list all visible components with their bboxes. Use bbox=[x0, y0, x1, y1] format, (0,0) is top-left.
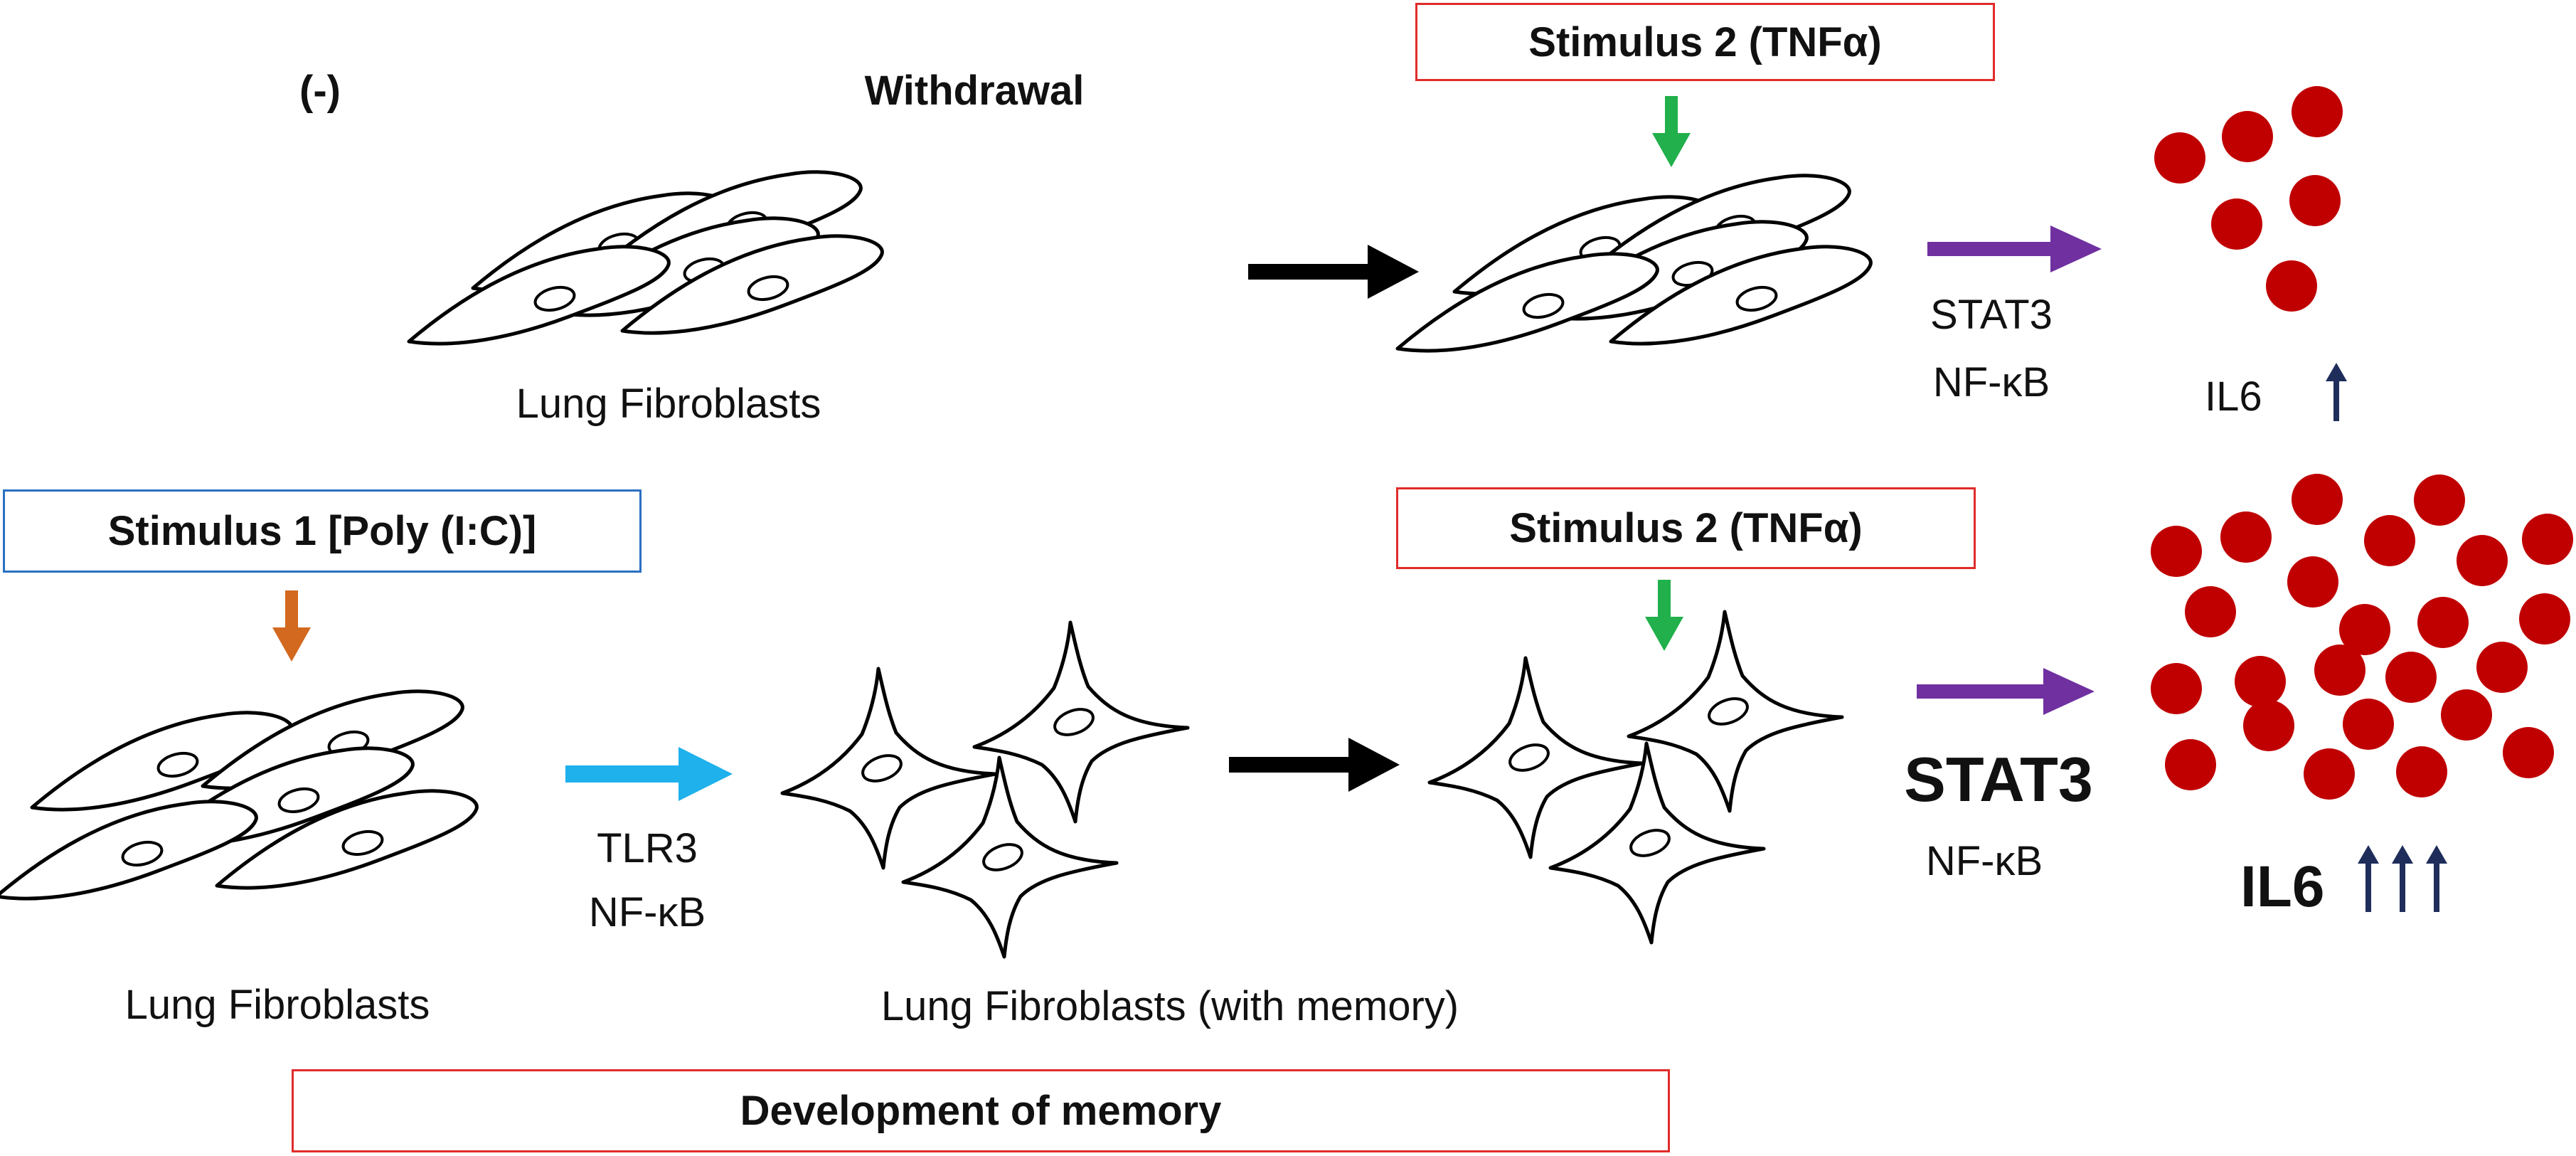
top-black-arrow bbox=[1248, 245, 1419, 299]
il6-dot bbox=[2151, 663, 2202, 714]
il6-dot bbox=[2292, 474, 2343, 525]
il6-dot bbox=[2165, 739, 2216, 790]
il6-dot bbox=[2417, 597, 2469, 648]
il6-dot bbox=[2503, 727, 2554, 778]
stimulus1-box: Stimulus 1 [Poly (I:C)] bbox=[3, 489, 642, 573]
bottom-cells-label: Lung Fibroblasts bbox=[124, 982, 430, 1028]
top-pathway-nfkb: NF-κB bbox=[1932, 359, 2050, 405]
bottom-il6-up-arrow bbox=[2392, 845, 2413, 912]
top-stimulus2-box: Stimulus 2 (TNFα) bbox=[1415, 3, 1995, 81]
bottom-il6-up-arrow bbox=[2426, 845, 2447, 912]
il6-dot bbox=[2457, 535, 2508, 586]
il6-dot bbox=[2441, 689, 2492, 741]
top-cells-label: Lung Fibroblasts bbox=[516, 381, 821, 427]
il6-dot bbox=[2314, 645, 2365, 696]
il6-dot bbox=[2414, 474, 2465, 526]
il6-dot bbox=[2289, 175, 2341, 226]
bottom-pathway-stat3: STAT3 bbox=[1904, 744, 2093, 815]
il6-dot bbox=[2235, 656, 2286, 707]
il6-dot bbox=[2304, 748, 2355, 800]
top-purple-arrow bbox=[1927, 226, 2102, 272]
withdrawal-label: Withdrawal bbox=[864, 68, 1085, 114]
il6-dot bbox=[2185, 586, 2236, 637]
bottom-il6-label: IL6 bbox=[2240, 854, 2325, 919]
il6-dot bbox=[2151, 526, 2202, 577]
il6-dot bbox=[2220, 511, 2272, 563]
bottom-receptor-nfkb-label: NF-κB bbox=[588, 889, 706, 935]
il6-dot bbox=[2154, 132, 2205, 184]
il6-dot bbox=[2339, 604, 2390, 655]
il6-dot bbox=[2211, 198, 2262, 250]
bottom-flat-cells bbox=[0, 691, 477, 898]
top-il6-up-arrow bbox=[2326, 363, 2347, 421]
il6-dot bbox=[2343, 699, 2394, 750]
bottom-purple-arrow bbox=[1917, 668, 2095, 715]
tlr3-label: TLR3 bbox=[597, 825, 698, 871]
il6-dot bbox=[2519, 593, 2570, 645]
bottom-green-arrow bbox=[1645, 580, 1683, 651]
il6-dot bbox=[2396, 746, 2447, 797]
bottom-il6-up-arrow bbox=[2358, 845, 2379, 912]
il6-dots-top bbox=[2154, 86, 2343, 312]
control-label: (-) bbox=[299, 68, 341, 114]
bottom-black-arrow bbox=[1229, 738, 1400, 792]
top-pathway-stat3: STAT3 bbox=[1930, 292, 2053, 338]
memory-banner: Development of memory bbox=[292, 1069, 1670, 1152]
il6-dot bbox=[2266, 260, 2317, 312]
memory-cells bbox=[782, 622, 1188, 957]
blue-arrow bbox=[565, 747, 733, 801]
il6-dot bbox=[2476, 642, 2528, 693]
il6-dot bbox=[2522, 514, 2573, 565]
top-flat-cells bbox=[409, 172, 882, 344]
il6-dots-bottom bbox=[2151, 474, 2573, 800]
bottom-pathway-nfkb: NF-κB bbox=[1925, 838, 2043, 884]
memory-cells-label: Lung Fibroblasts (with memory) bbox=[880, 983, 1459, 1029]
top-stimulated-cells bbox=[1398, 176, 1870, 351]
memory-cells-stimulated bbox=[1430, 612, 1842, 943]
il6-dot bbox=[2292, 86, 2343, 137]
top-green-arrow bbox=[1652, 96, 1691, 167]
top-il6-label: IL6 bbox=[2205, 373, 2262, 420]
bottom-stimulus2-box: Stimulus 2 (TNFα) bbox=[1396, 487, 1976, 569]
orange-arrow bbox=[272, 590, 311, 662]
il6-dot bbox=[2364, 515, 2415, 566]
il6-dot bbox=[2385, 652, 2437, 703]
il6-dot bbox=[2287, 556, 2338, 608]
il6-dot bbox=[2243, 700, 2294, 751]
il6-dot bbox=[2222, 111, 2273, 162]
